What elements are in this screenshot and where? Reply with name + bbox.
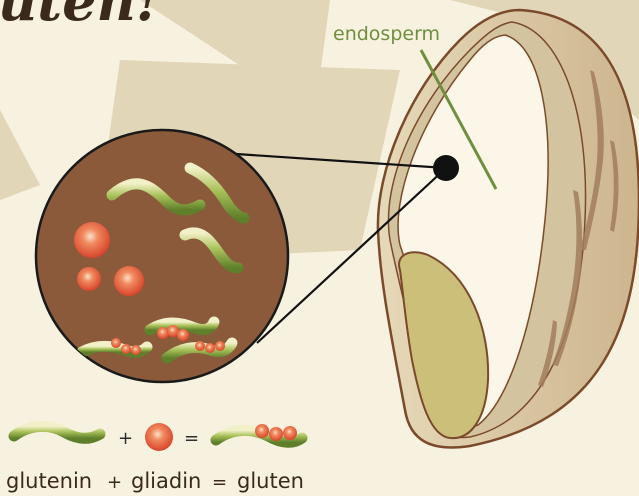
gluten-label: gluten	[237, 469, 304, 493]
endosperm-label: endosperm	[333, 23, 440, 45]
title-fragment: uten!	[0, 0, 160, 33]
glutenin-label: glutenin	[6, 469, 92, 493]
gliadin-icon	[145, 423, 173, 451]
icon-equals: =	[184, 428, 199, 449]
text-plus: +	[107, 472, 122, 493]
glutenin-icon	[14, 426, 100, 438]
text-equals: =	[212, 472, 227, 493]
icon-plus: +	[118, 428, 133, 449]
zoom-point	[433, 155, 459, 181]
wheat-grain	[378, 10, 639, 448]
equation-text: glutenin + gliadin = gluten	[6, 469, 304, 493]
gliadin-label: gliadin	[131, 469, 201, 493]
equation-icons: + =	[14, 423, 302, 451]
zoom-circle	[36, 130, 288, 382]
